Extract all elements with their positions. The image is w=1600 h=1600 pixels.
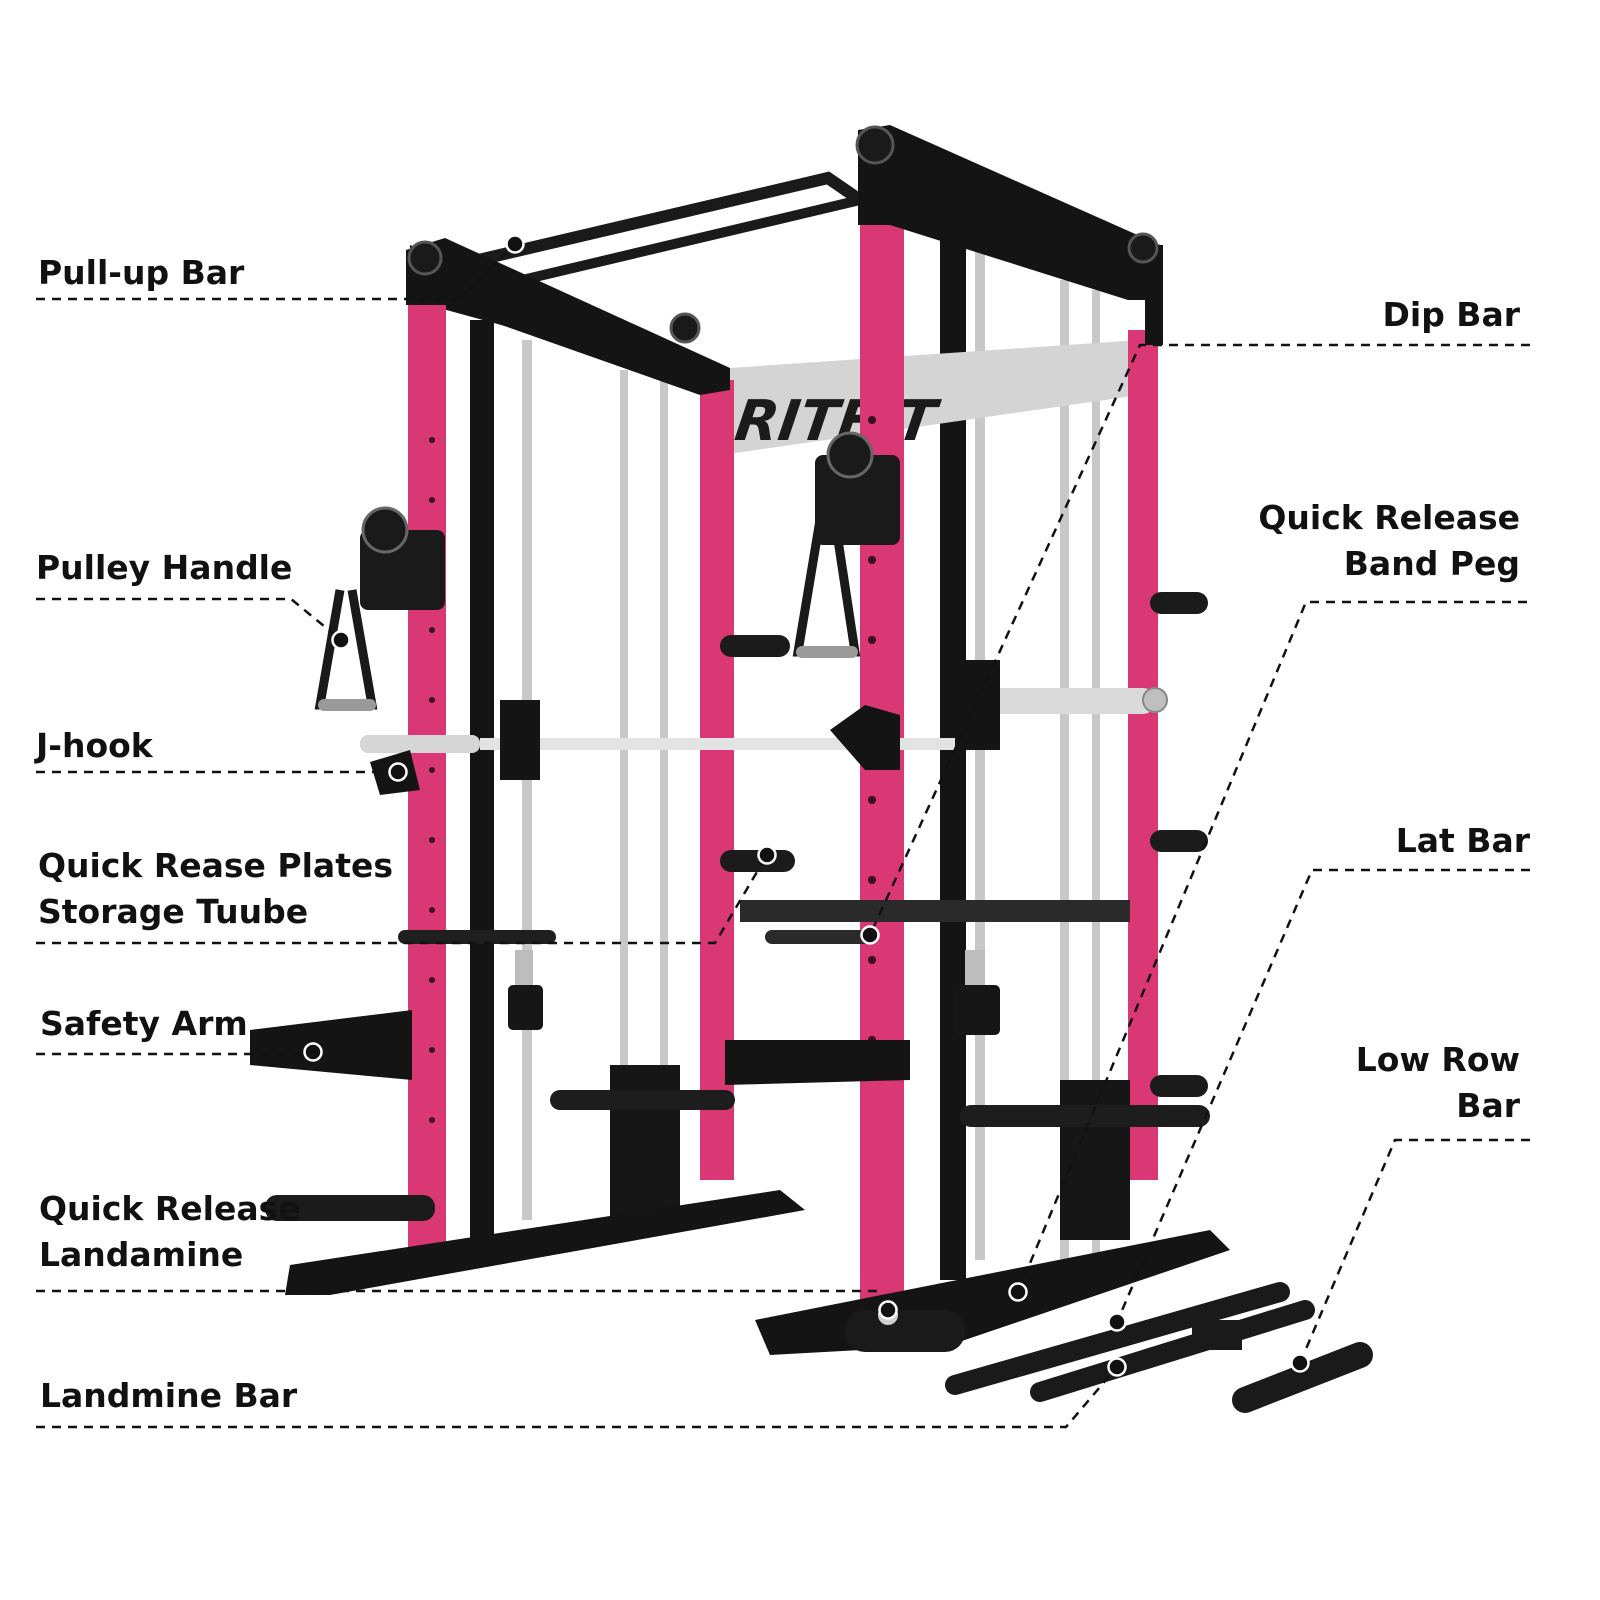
leader-pulley-handle — [36, 597, 342, 641]
label-pull-up-bar: Pull-up Bar — [38, 250, 244, 296]
label-line: Storage Tuube — [38, 891, 309, 931]
label-line: Safety Arm — [40, 1004, 248, 1043]
label-line: Quick Release — [39, 1189, 301, 1228]
callout-leader-lines — [36, 243, 1530, 1429]
label-line: Quick Release — [1258, 498, 1520, 537]
smith-machine-frame: RITFIT — [250, 125, 1373, 1413]
dot-low-row-bar — [1290, 1353, 1310, 1373]
label-line: Dip Bar — [1382, 295, 1520, 334]
dot-plates-storage — [757, 845, 777, 865]
label-pulley-handle: Pulley Handle — [36, 545, 292, 591]
label-band-peg: Quick Release Band Peg — [1258, 495, 1520, 586]
label-line: Lat Bar — [1395, 821, 1530, 860]
dot-safety-arm — [303, 1042, 323, 1062]
dot-lat-bar — [1107, 1312, 1127, 1332]
label-line: Low Row — [1355, 1040, 1520, 1079]
dot-band-peg — [1008, 1282, 1028, 1302]
label-j-hook: J-hook — [36, 723, 153, 769]
label-dip-bar: Dip Bar — [1382, 292, 1520, 338]
leader-low-row-bar — [1298, 1138, 1530, 1364]
label-line: Band Peg — [1343, 543, 1520, 583]
label-plates-storage: Quick Rease Plates Storage Tuube — [38, 843, 393, 934]
dot-pull-up-bar — [505, 234, 525, 254]
dot-landmine-bar — [1107, 1357, 1127, 1377]
leader-lat-bar — [1115, 868, 1530, 1323]
label-line: Bar — [1456, 1085, 1520, 1125]
label-landmine-bar: Landmine Bar — [40, 1373, 297, 1419]
dot-dip-bar — [860, 925, 880, 945]
label-line: Pulley Handle — [36, 548, 293, 587]
label-low-row-bar: Low Row Bar — [1356, 1037, 1520, 1128]
label-safety-arm: Safety Arm — [40, 1001, 248, 1047]
leader-landmine-bar — [36, 1366, 1118, 1429]
label-line: Landamine — [39, 1234, 244, 1274]
leader-dip-bar — [868, 343, 1530, 936]
dot-landamine — [878, 1300, 898, 1320]
label-line: J-hook — [36, 726, 153, 765]
label-landamine: Quick Release Landamine — [39, 1186, 301, 1277]
dot-j-hook — [388, 762, 408, 782]
label-line: Landmine Bar — [40, 1376, 298, 1415]
leader-plates-storage — [36, 854, 769, 945]
callout-anchor-dots — [303, 234, 1310, 1377]
leader-pull-up-bar — [36, 243, 516, 301]
label-lat-bar: Lat Bar — [1396, 818, 1530, 864]
label-line: Quick Rease Plates — [38, 846, 393, 885]
label-line: Pull-up Bar — [38, 253, 245, 292]
dot-pulley-handle — [331, 630, 351, 650]
